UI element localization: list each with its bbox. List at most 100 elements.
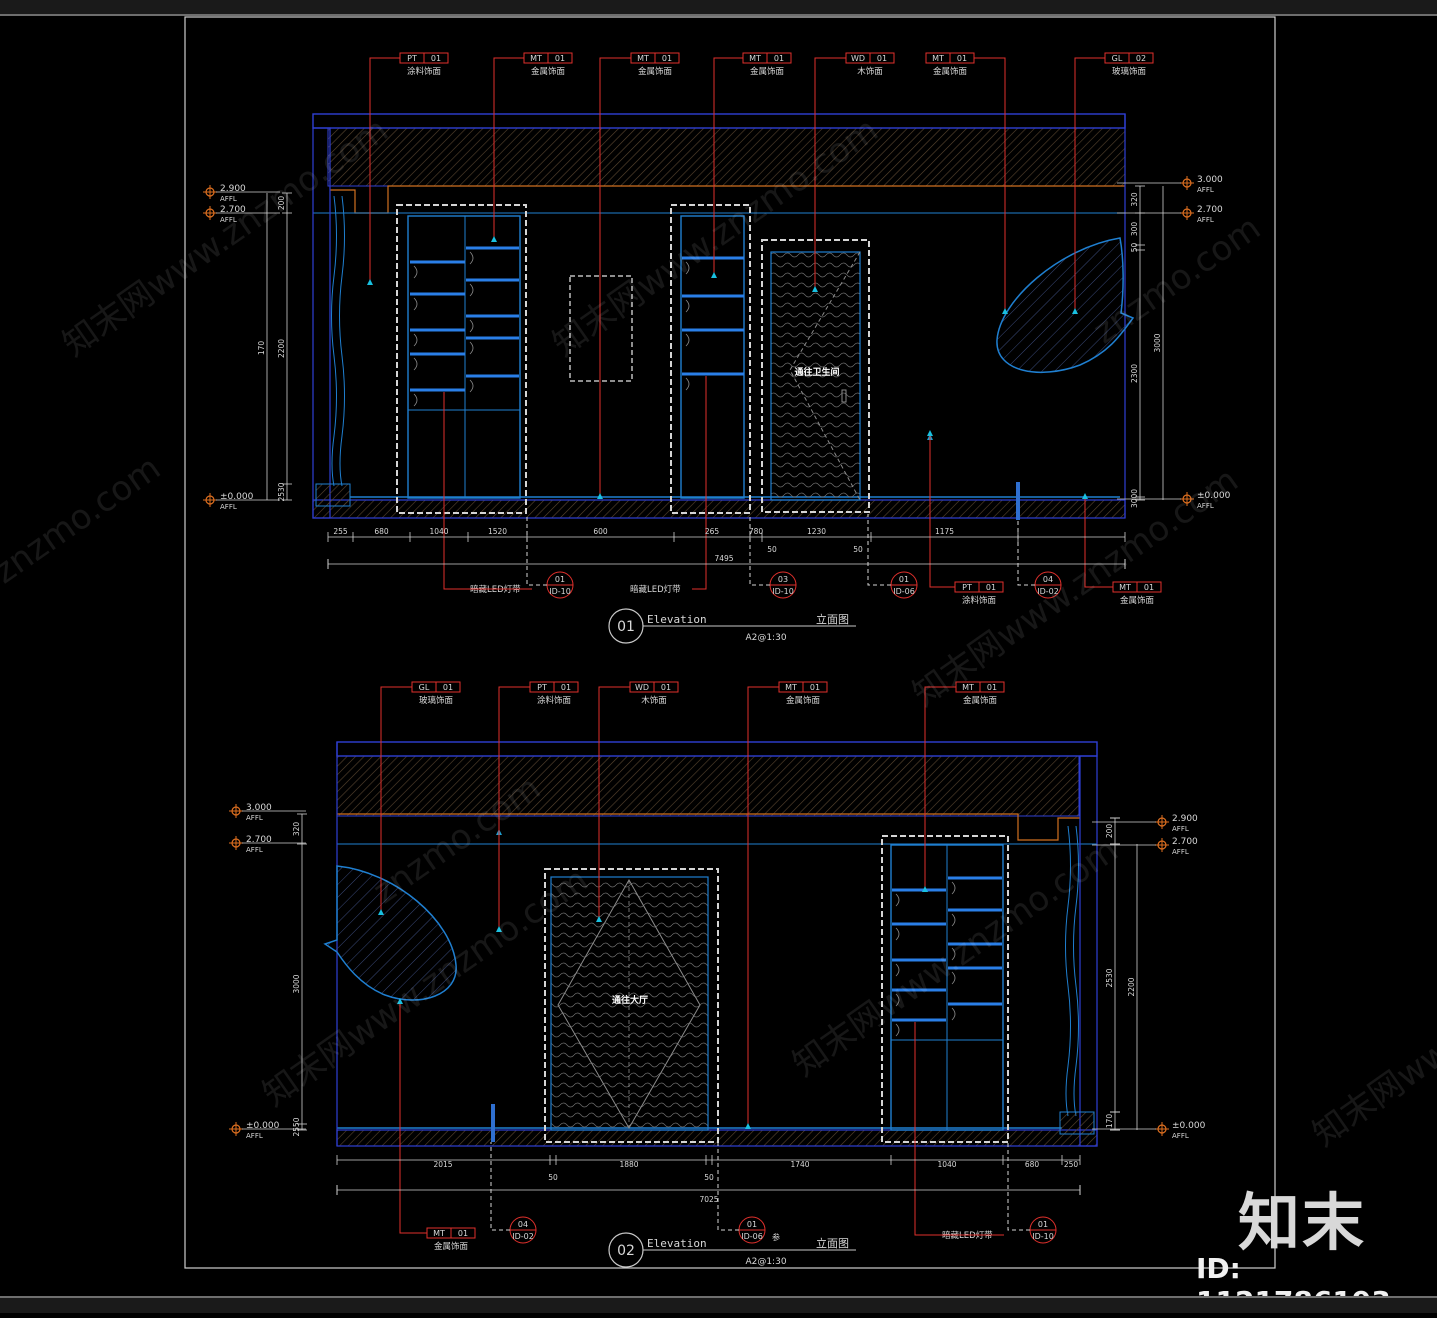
ceiling-void-01 (327, 127, 1126, 187)
tag-code: MT (932, 54, 944, 63)
shelf-item (951, 881, 956, 895)
dim-text: 680 (374, 527, 389, 536)
leader-arrow (378, 909, 384, 915)
dim-text: 250 (1064, 1160, 1079, 1169)
tag-number: 01 (1144, 583, 1154, 592)
level-value: 3.000 (246, 803, 272, 813)
door-02 (550, 876, 709, 1131)
tag-label: 木饰面 (857, 66, 883, 77)
shelf-item (469, 319, 474, 333)
material-tag: MT 01 金属饰面 (925, 52, 1008, 314)
ref-sheet: ID-10 (772, 587, 794, 596)
tag-leader (1084, 497, 1113, 588)
dim-text: 3000 (292, 974, 301, 993)
level-unit: AFFL (1172, 825, 1189, 833)
dim-text: 600 (593, 527, 608, 536)
glass-oval-01 (996, 237, 1135, 373)
dim-text: 1880 (619, 1160, 638, 1169)
level-value: ±0.000 (1172, 1121, 1206, 1131)
tag-leader (399, 1002, 427, 1234)
shelf-dashed-3 (881, 835, 1009, 1143)
ref-sheet: ID-02 (512, 1232, 534, 1241)
tag-label: 金属饰面 (786, 695, 821, 706)
ref-leader (490, 1142, 510, 1231)
level-value: ±0.000 (1197, 491, 1231, 501)
dim-text: 200 (1105, 824, 1114, 839)
tag-code: PT (407, 54, 417, 63)
tag-code: GL (1112, 54, 1123, 63)
title-cn: 立面图 (816, 612, 849, 626)
note-leader (443, 392, 470, 590)
level-value: 2.700 (246, 835, 272, 845)
ceiling-slab-02 (336, 741, 1098, 757)
level-unit: AFFL (1172, 1132, 1189, 1140)
leader-arrow (596, 916, 602, 922)
dim-text: 2200 (277, 339, 286, 358)
tag-label: 金属饰面 (750, 66, 785, 77)
tag-leader (599, 57, 631, 497)
ref-leader (526, 514, 547, 586)
tag-leader (493, 57, 524, 240)
dim-text: 3000 (1153, 333, 1162, 352)
tag-leader (974, 57, 1006, 312)
tag-number: 01 (957, 54, 967, 63)
dim-text: 1520 (488, 527, 507, 536)
dim-text: 7495 (714, 554, 733, 563)
leader-arrow (1002, 308, 1008, 314)
tag-leader (747, 686, 779, 1127)
dim-text: 1740 (790, 1160, 809, 1169)
floor-slab-01 (312, 499, 1126, 519)
dim-total-01: 7495 (327, 554, 1126, 569)
title-scale: A2@1:30 (745, 633, 786, 643)
shelf-item (413, 393, 418, 407)
leader-arrow (812, 286, 818, 292)
tag-label: 金属饰面 (933, 66, 968, 77)
tag-label: 涂料饰面 (407, 66, 442, 77)
dim-text: 680 (1025, 1160, 1040, 1169)
shelf-item (685, 299, 690, 313)
tag-label: 涂料饰面 (962, 595, 997, 606)
ref-number: 01 (1038, 1220, 1048, 1229)
dims-bottom-02 (336, 1155, 1081, 1165)
shelf-boards-2 (682, 256, 744, 391)
top-toolbar-strip (0, 0, 1437, 16)
tag-number: 01 (561, 683, 571, 692)
dim-text: 2200 (1127, 977, 1136, 996)
bottom-status-strip (0, 1296, 1437, 1313)
shelf-item (469, 379, 474, 393)
dim-text: 50 (853, 545, 863, 554)
tag-leader (1074, 57, 1105, 312)
shelf-item (895, 927, 900, 941)
led-note-3: 暗藏LED灯带 (914, 1022, 1004, 1241)
shelf-item (413, 265, 418, 279)
tag-label: 金属饰面 (434, 1241, 469, 1252)
dim-text: 170 (257, 341, 266, 356)
dim-text: 200 (277, 196, 286, 211)
curtain-02 (1065, 825, 1071, 1117)
ceiling-drop-02 (337, 813, 1080, 841)
tag-number: 01 (877, 54, 887, 63)
ref-number: 01 (555, 575, 565, 584)
leader-arrow (491, 236, 497, 242)
tag-leader (814, 57, 846, 290)
shelf-item (413, 357, 418, 371)
brand-logo: 知末 (1238, 1186, 1367, 1259)
sheet-frame (184, 16, 1276, 1269)
tag-number: 01 (774, 54, 784, 63)
door-dashed-02 (544, 868, 719, 1143)
elevation-01: 通往卫生间 (312, 113, 1135, 520)
